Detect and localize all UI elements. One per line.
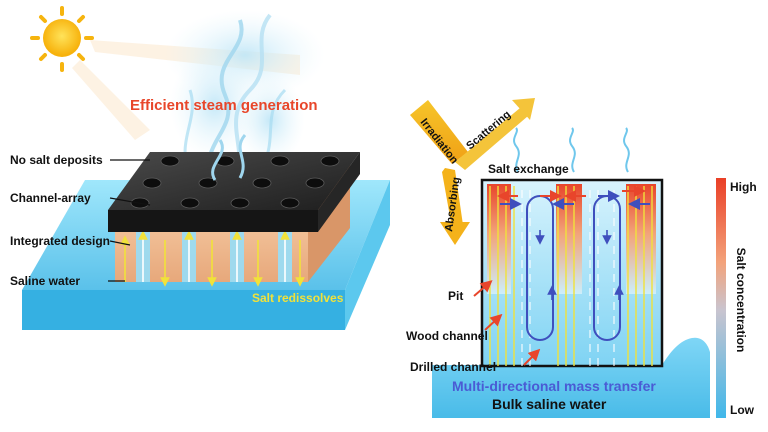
steam-plume	[165, 10, 325, 181]
irradiation-arrow	[410, 98, 535, 245]
colorbar-title: Salt concentration	[734, 248, 748, 353]
mass-transfer-label: Multi-directional mass transfer	[452, 378, 656, 394]
left-pointer-lines	[108, 159, 151, 282]
steam-generation-title: Efficient steam generation	[130, 97, 318, 114]
salt-redissolves-label: Salt redissolves	[252, 291, 344, 305]
cross-section-panel	[480, 178, 664, 368]
colorbar-low-label: Low	[730, 403, 755, 417]
pit-label: Pit	[448, 289, 463, 303]
right-panel: Irradiation Scattering Absorbing	[406, 98, 757, 418]
absorber-board	[108, 134, 360, 232]
no-salt-deposits-label: No salt deposits	[10, 153, 103, 167]
bulk-saline-water-label: Bulk saline water	[492, 396, 607, 412]
wood-channel-label: Wood channel	[406, 329, 488, 343]
salt-concentration-colorbar	[716, 178, 726, 418]
right-pointer-arrows	[473, 280, 541, 366]
drilled-channel-label: Drilled channel	[410, 360, 496, 374]
vapor-squiggles	[513, 127, 630, 173]
salt-exchange-label: Salt exchange	[488, 162, 569, 176]
bulk-saline-water	[432, 337, 710, 418]
channel-array-label: Channel-array	[10, 191, 91, 205]
left-panel: Efficient steam generation No salt depos…	[10, 6, 390, 330]
saline-water-label: Saline water	[10, 274, 80, 288]
colorbar-high-label: High	[730, 180, 757, 194]
integrated-design-label: Integrated design	[10, 234, 110, 248]
